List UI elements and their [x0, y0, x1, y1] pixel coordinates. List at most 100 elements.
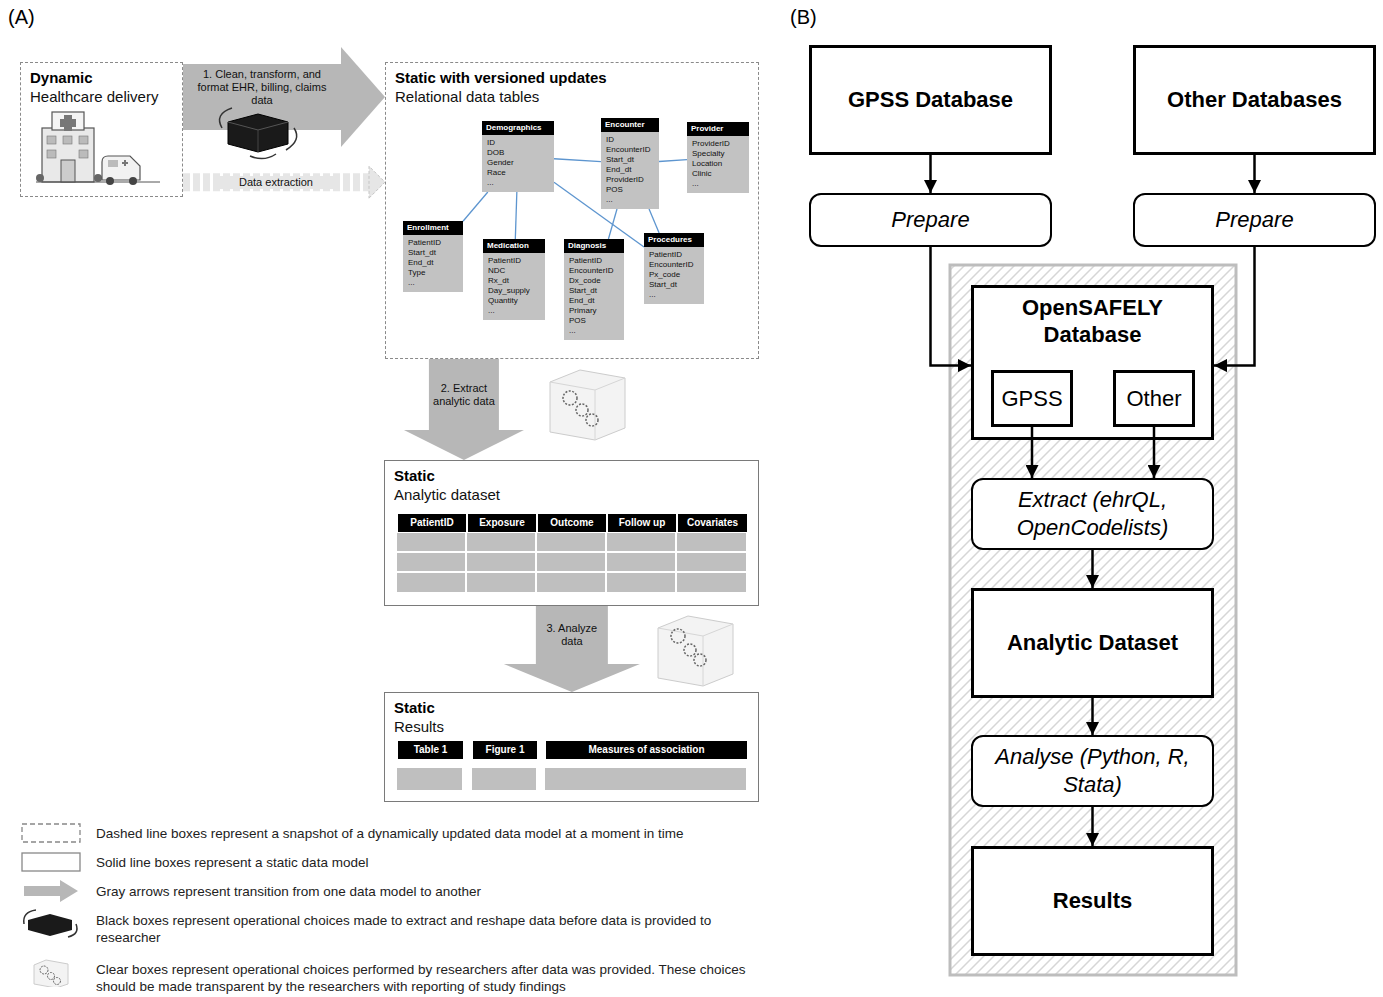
node-text: Clinic — [687, 169, 749, 179]
node-title: Prepare — [1215, 206, 1293, 234]
arrow-head — [404, 430, 524, 460]
node-title: Demographics — [482, 121, 554, 135]
table-link — [649, 209, 659, 233]
legend-text: Clear boxes represent operational choice… — [96, 961, 765, 995]
node-text: Location — [687, 159, 749, 169]
table-header-cell: Covariates — [678, 514, 747, 532]
process-box: Extract (ehrQL, OpenCodelists) — [971, 478, 1214, 550]
node-text: ... — [403, 278, 463, 288]
node-text: Start_dt — [601, 155, 659, 165]
node-text: Dx_code — [564, 276, 624, 286]
arrow-head — [369, 166, 385, 198]
database-box: GPSS Database — [809, 45, 1052, 155]
node-text: Race — [482, 168, 554, 178]
node-text: NDC — [483, 266, 545, 276]
node-text: PatientID — [483, 256, 545, 266]
flow-arrow — [1214, 247, 1255, 366]
data-table: ProceduresPatientIDEncounterIDPx_codeSta… — [644, 233, 704, 304]
node-title: Extract (ehrQL, OpenCodelists) — [979, 486, 1206, 542]
node-title: Static — [394, 698, 749, 717]
legend-entry: Black boxes represent operational choice… — [20, 912, 765, 946]
table-link — [659, 160, 687, 162]
node-text: Gender — [482, 158, 554, 168]
node-text: Relational data tables — [395, 87, 749, 106]
transition-arrow — [404, 359, 524, 460]
table-header-cell: Follow up — [608, 514, 676, 532]
flow-arrow — [930, 155, 931, 193]
node-title: Diagnosis — [564, 239, 624, 253]
table-rows — [397, 533, 746, 790]
dataset-box: Analytic Dataset — [971, 588, 1214, 698]
node-text: ... — [644, 290, 704, 300]
node-text: Type — [403, 268, 463, 278]
legend-sample — [20, 908, 84, 938]
flow-arrow — [1032, 427, 1033, 478]
data-table: MedicationPatientIDNDCRx_dtDay_supplyQua… — [483, 239, 545, 320]
connector-line — [554, 159, 601, 162]
node-text: Quantity — [483, 296, 545, 306]
node-title: Prepare — [891, 206, 969, 234]
node-title: Static with versioned updates — [395, 68, 749, 87]
flow-arrow — [1254, 155, 1255, 193]
results-box: StaticResultsTable 1Figure 1Measures of … — [384, 692, 759, 802]
node-text: Start_dt — [564, 286, 624, 296]
clear-box-illustration — [550, 370, 625, 440]
connector-line — [649, 209, 659, 233]
node-text: ID — [482, 138, 554, 148]
process-box: Prepare — [1133, 193, 1376, 247]
box-ground — [971, 285, 1214, 440]
dynamic-box: DynamicHealthcare delivery — [20, 62, 183, 197]
node-text: Rx_dt — [483, 276, 545, 286]
node-title: Other Databases — [1167, 87, 1342, 113]
node-text: PatientID — [564, 256, 624, 266]
connector-line — [659, 160, 687, 162]
flow-arrow — [931, 247, 972, 366]
legend-sample — [20, 821, 84, 851]
node-text: PatientID — [644, 250, 704, 260]
data-table: EnrollmentPatientIDStart_dtEnd_dtType... — [403, 221, 463, 292]
node-title: GPSS Database — [848, 87, 1013, 113]
node-text: Results — [394, 717, 749, 736]
node-title: GPSS — [1001, 385, 1062, 412]
table-link — [554, 159, 601, 162]
dataset-box: StaticAnalytic datasetPatientIDExposureO… — [384, 460, 759, 606]
panel-label: (B) — [790, 6, 817, 29]
connector-line — [1153, 427, 1156, 478]
legend-text: Solid line boxes represent a static data… — [96, 854, 765, 871]
node-text: Start_dt — [644, 280, 704, 290]
table-link — [608, 209, 617, 239]
data-table: EncounterIDEncounterIDStart_dtEnd_dtProv… — [601, 118, 659, 209]
static-box: Static with versioned updatesRelational … — [385, 62, 759, 359]
node-text: Analytic dataset — [394, 485, 749, 504]
flow-arrow — [1092, 807, 1093, 846]
arrow-head — [341, 47, 385, 147]
legend-entry: Solid line boxes represent a static data… — [20, 854, 765, 871]
node-title: Analyse (Python, R, Stata) — [979, 743, 1206, 799]
connector-line — [463, 192, 488, 221]
node-text: Day_supply — [483, 286, 545, 296]
legend-sample — [20, 850, 84, 880]
panel-label: (A) — [8, 6, 35, 29]
legend-text: Black boxes represent operational choice… — [96, 912, 765, 946]
connector-line — [1253, 155, 1256, 193]
node-title: Encounter — [601, 118, 659, 132]
transition-arrow — [183, 166, 385, 198]
legend-text: Dashed line boxes represent a snapshot o… — [96, 825, 765, 842]
data-table: DemographicsIDDOBGenderRace... — [482, 121, 554, 192]
legend-sample — [20, 879, 84, 909]
process-box: Analyse (Python, R, Stata) — [971, 735, 1214, 807]
node-title: Medication — [483, 239, 545, 253]
data-table: ProviderProviderIDSpecialtyLocationClini… — [687, 122, 749, 193]
arrow-shaft — [183, 173, 369, 191]
connector-line — [1214, 247, 1255, 366]
arrow-label: 3. Analyze data — [539, 622, 605, 648]
node-title: Static — [394, 466, 749, 485]
node-text: End_dt — [564, 296, 624, 306]
hospital-illustration — [36, 112, 160, 185]
node-text: PatientID — [403, 238, 463, 248]
arrow-label: 1. Clean, transform, and format EHR, bil… — [187, 68, 337, 107]
node-text: EncounterID — [644, 260, 704, 270]
transition-arrow — [504, 606, 640, 692]
table-header-cell: Outcome — [538, 514, 606, 532]
